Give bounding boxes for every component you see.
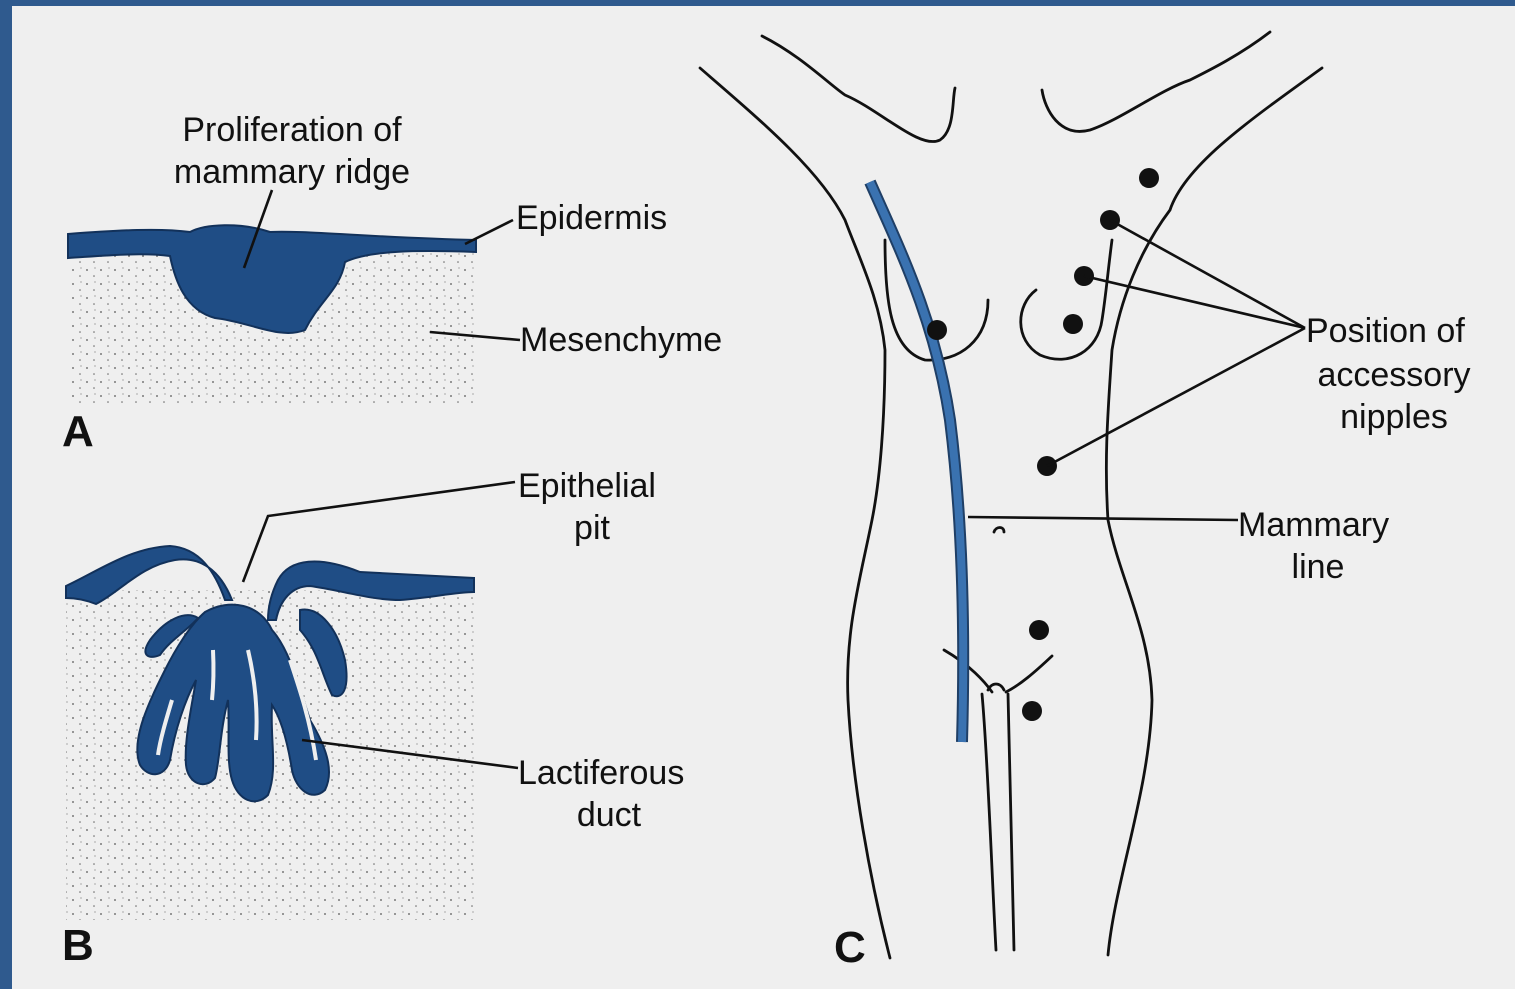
panel-a: Proliferation of mammary ridge Epidermis… [62,111,722,456]
panel-label-b: B [62,921,94,970]
label-accessory-line3: nipples [1340,398,1448,436]
panel-label-c: C [834,923,866,972]
label-proliferation-line2: mammary ridge [174,153,410,191]
label-accessory-line2: accessory [1317,356,1470,394]
panel-label-a: A [62,407,94,456]
right-breast [1021,240,1112,359]
label-epidermis: Epidermis [516,199,667,237]
label-lactiferous-line1: Lactiferous [518,754,684,792]
leader-epidermis [465,220,513,244]
panel-b: Epithelial pit Lactiferous duct B [62,467,684,970]
accessory-nipple-dot [1139,168,1159,188]
right-arm-line [1042,32,1270,131]
duct-lumen-1 [212,650,213,700]
label-mammary-line1: Mammary [1238,506,1389,544]
left-arm-line [762,36,955,142]
inner-thigh-left [982,694,996,950]
label-proliferation-line1: Proliferation of [182,111,402,149]
inner-thigh-right [1008,694,1014,950]
label-epithelial-pit-line1: Epithelial [518,467,656,505]
label-mammary-line2: line [1292,548,1345,586]
label-epithelial-pit-line2: pit [574,509,610,547]
leader-mammary-line [968,517,1238,520]
pelvis-line-right [1006,656,1052,692]
accessory-nipple-dot [927,320,947,340]
leader-epithelial-pit [243,482,515,582]
body-outline-left [700,68,890,958]
mammary-line-outline [870,182,963,742]
accessory-nipple-dot [1029,620,1049,640]
leader-accessory-1 [1110,220,1305,328]
label-lactiferous-line2: duct [577,796,642,834]
accessory-nipple-dot [1063,314,1083,334]
umbilicus [994,528,1004,533]
accessory-nipple-dot [1022,701,1042,721]
panel-c: Position of accessory nipples Mammary li… [700,32,1471,972]
label-mesenchyme: Mesenchyme [520,321,722,359]
label-accessory-line1: Position of [1306,312,1465,350]
